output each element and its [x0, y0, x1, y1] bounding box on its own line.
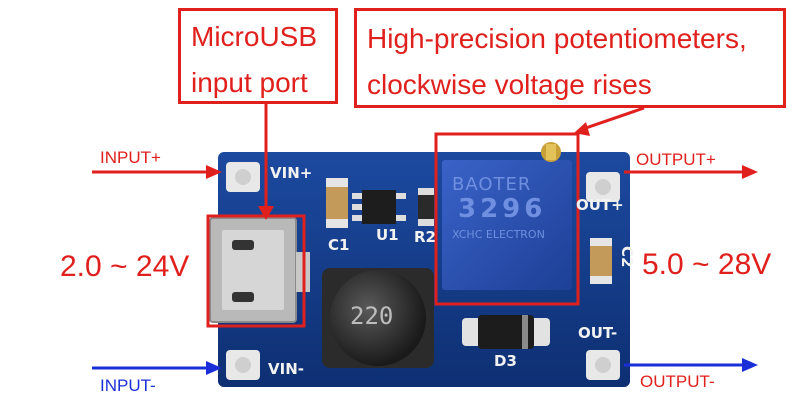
potentiometer-callout-line2: clockwise voltage rises [367, 69, 652, 100]
inductor-marking: 220 [350, 302, 394, 330]
potentiometer-callout: High-precision potentiometers, clockwise… [354, 8, 786, 108]
pad-vin-plus [226, 162, 260, 192]
pot-brand: BAOTER [452, 174, 532, 195]
microusb-highlight-box [206, 214, 306, 328]
silk-vin-minus: VIN- [268, 360, 304, 378]
microusb-callout-line2: input port [191, 67, 308, 98]
potentiometer [442, 142, 572, 290]
pad-out-minus [586, 350, 620, 380]
silk-out-plus: OUT+ [576, 196, 624, 214]
input-voltage-range: 2.0 ~ 24V [60, 250, 190, 283]
output-minus-arrow [624, 358, 758, 372]
pot-model: 3296 [458, 194, 547, 224]
microusb-callout-line1: MicroUSB [191, 21, 318, 52]
chip-u1 [352, 190, 406, 224]
silk-d3: D3 [494, 352, 517, 370]
silk-vin-plus: VIN+ [270, 164, 313, 182]
input-minus-label: INPUT- [100, 376, 156, 395]
silk-out-minus: OUT- [578, 324, 618, 342]
pad-vin-minus [226, 350, 260, 380]
input-plus-arrow [92, 165, 222, 179]
potentiometer-callout-line1: High-precision potentiometers, [367, 23, 747, 54]
diode-d3 [462, 315, 550, 349]
input-minus-arrow [92, 361, 222, 375]
pad-out-plus [586, 172, 620, 202]
output-plus-arrow [624, 165, 758, 179]
silk-c2: C2 [618, 246, 636, 268]
output-plus-label: OUTPUT+ [636, 150, 716, 169]
capacitor-c2 [590, 238, 612, 284]
potentiometer-highlight-box [434, 132, 580, 306]
output-voltage-range: 5.0 ~ 28V [642, 248, 772, 281]
silk-r2: R2 [414, 228, 436, 246]
silk-u1: U1 [376, 226, 399, 244]
inductor-220 [322, 268, 434, 368]
silk-c1: C1 [328, 236, 350, 254]
resistor-r2 [418, 188, 434, 226]
pot-sub: XCHC ELECTRON [452, 228, 545, 241]
input-plus-label: INPUT+ [100, 148, 161, 167]
capacitor-c1 [326, 178, 348, 228]
microusb-callout: MicroUSB input port [178, 8, 338, 104]
microusb-connector [209, 217, 310, 323]
pot-leader-line [579, 106, 645, 132]
output-minus-label: OUTPUT- [640, 372, 715, 391]
